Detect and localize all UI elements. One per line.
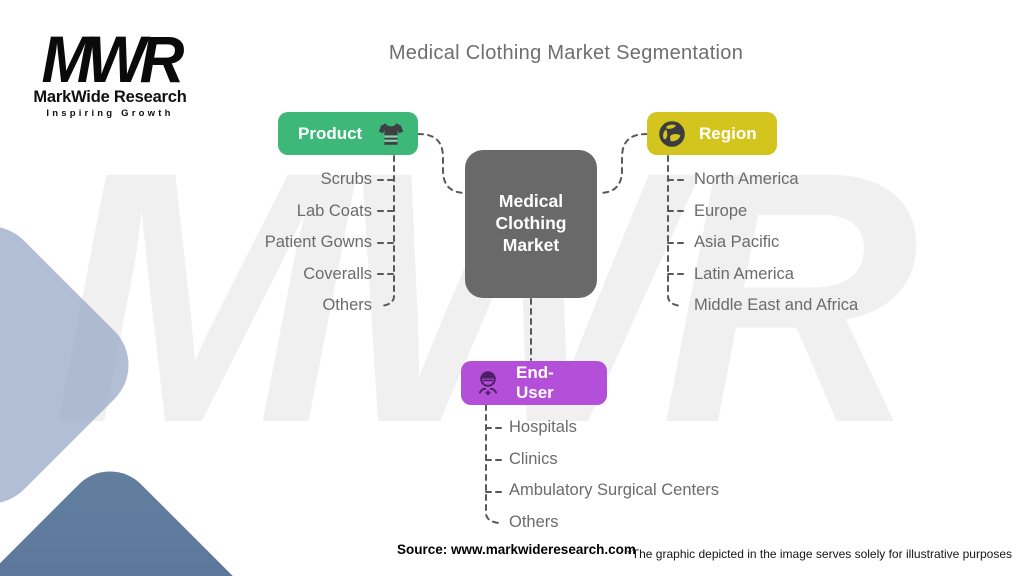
list-item: Clinics — [509, 449, 558, 468]
list-item: Patient Gowns — [264, 233, 372, 252]
globe-icon — [656, 118, 688, 150]
markwide-research-logo: MWR MarkWide Research Inspiring Growth — [26, 23, 194, 119]
product-node-label: Product — [298, 123, 363, 143]
region-item-list: North America Europe Asia Pacific Latin … — [694, 164, 858, 322]
list-item: Hospitals — [509, 418, 577, 436]
list-item: Scrubs — [320, 170, 372, 188]
list-item: Ambulatory Surgical Centers — [509, 481, 720, 500]
list-item: Latin America — [694, 264, 794, 283]
center-node-label: Medical Clothing Market — [495, 191, 567, 255]
list-item: Lab Coats — [296, 201, 372, 220]
list-item: Others — [322, 296, 372, 315]
source-attribution: Source: www.markwideresearch.com — [397, 542, 636, 557]
list-item: Asia Pacific — [694, 233, 780, 252]
region-node-label: Region — [699, 123, 757, 143]
end-user-item-list: Hospitals Clinics Ambulatory Surgical Ce… — [509, 412, 719, 538]
branch-node-product: Product — [278, 112, 418, 155]
scrub-shirt-icon — [376, 119, 406, 149]
disclaimer-note: *The graphic depicted in the image serve… — [627, 547, 1012, 561]
list-item: Coveralls — [303, 264, 372, 283]
list-item: Europe — [694, 201, 748, 220]
logo-monogram: MWR — [41, 23, 185, 98]
doctor-icon — [472, 367, 504, 399]
page-title: Medical Clothing Market Segmentation — [388, 42, 744, 64]
list-item: Middle East and Africa — [694, 296, 859, 315]
product-item-list: Scrubs Lab Coats Patient Gowns Coveralls… — [90, 164, 372, 322]
branch-node-region: Region — [647, 112, 777, 155]
list-item: North America — [694, 170, 799, 188]
end-user-node-label: End-User — [516, 363, 554, 402]
logo-tagline: Inspiring Growth — [46, 108, 174, 119]
logo-company-name: MarkWide Research — [33, 88, 187, 106]
center-node-medical-clothing-market: Medical Clothing Market — [465, 150, 597, 298]
branch-node-end-user: End-User — [461, 361, 607, 405]
list-item: Others — [509, 512, 559, 531]
